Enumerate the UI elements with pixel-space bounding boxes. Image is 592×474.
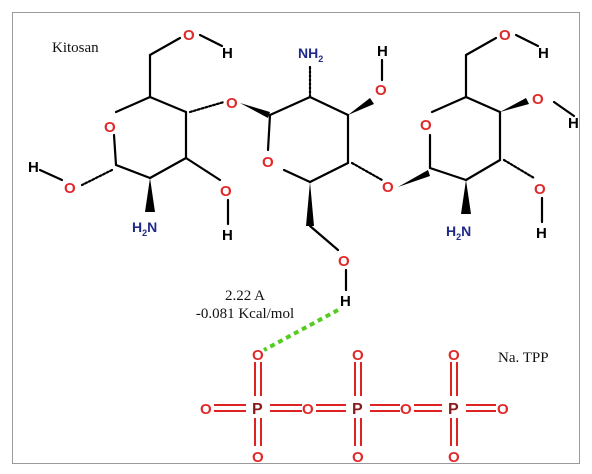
ring1-c3-hydrogen: H bbox=[222, 227, 233, 244]
binding-energy-label: -0.081 Kcal/mol bbox=[195, 306, 295, 322]
ring3-c4-oxygen: O bbox=[532, 91, 544, 108]
ring2-c3-hydrogen: H bbox=[377, 43, 388, 60]
phosphorus-2: P bbox=[352, 401, 363, 418]
tpp-oxygen-bottom-2: O bbox=[352, 449, 364, 466]
ring1-ring-oxygen: O bbox=[104, 119, 116, 136]
tpp-oxygen-left: O bbox=[200, 401, 212, 418]
ring3-c3-hydrogen: H bbox=[536, 225, 547, 242]
tpp-oxygen-bottom-3: O bbox=[448, 449, 460, 466]
ring1-c6-oxygen: O bbox=[183, 27, 195, 44]
tpp-oxygen-top-2: O bbox=[352, 347, 364, 364]
ring2-amine: NH2 bbox=[298, 45, 323, 64]
ring3-c4-hydrogen: H bbox=[568, 115, 579, 132]
glycosidic-oxygen-1: O bbox=[226, 95, 238, 112]
glucosamine-ring-3 bbox=[428, 33, 576, 224]
ring1-c3-oxygen: O bbox=[220, 183, 232, 200]
ring1-c6-hydrogen: H bbox=[222, 45, 233, 62]
tpp-oxygen-bottom-1: O bbox=[252, 449, 264, 466]
ring1-c1-hydrogen: H bbox=[28, 159, 39, 176]
tripolyphosphate bbox=[214, 362, 496, 446]
ring2-ring-oxygen: O bbox=[262, 154, 274, 171]
tpp-oxygen-right: O bbox=[497, 401, 509, 418]
ring3-c6-hydrogen: H bbox=[538, 45, 549, 62]
ring2-c3-oxygen: O bbox=[375, 82, 387, 99]
ring3-c6-oxygen: O bbox=[499, 27, 511, 44]
phosphorus-3: P bbox=[448, 401, 459, 418]
bond-distance-label: 2.22 A bbox=[224, 288, 265, 304]
figure-frame bbox=[12, 12, 580, 464]
glucosamine-ring-1 bbox=[38, 33, 230, 226]
ring3-c3-oxygen: O bbox=[534, 181, 546, 198]
glycosidic-oxygen-2: O bbox=[382, 179, 394, 196]
tpp-oxygen-top-3: O bbox=[448, 347, 460, 364]
phosphorus-1: P bbox=[252, 401, 263, 418]
glucosamine-ring-2 bbox=[266, 58, 384, 292]
tpp-oxygen-top-1: O bbox=[252, 347, 264, 364]
ring2-c6-oxygen: O bbox=[338, 253, 350, 270]
chitosan-label: Kitosan bbox=[52, 40, 99, 56]
ring2-c6-hydrogen: H bbox=[340, 293, 351, 310]
ring3-amine: H2N bbox=[446, 223, 471, 242]
ring3-ring-oxygen: O bbox=[420, 117, 432, 134]
ring1-c1-oxygen: O bbox=[64, 180, 76, 197]
tpp-label: Na. TPP bbox=[498, 350, 549, 366]
tpp-oxygen-bridge-2: O bbox=[400, 401, 412, 418]
tpp-oxygen-bridge-1: O bbox=[302, 401, 314, 418]
ring1-amine: H2N bbox=[132, 219, 157, 238]
